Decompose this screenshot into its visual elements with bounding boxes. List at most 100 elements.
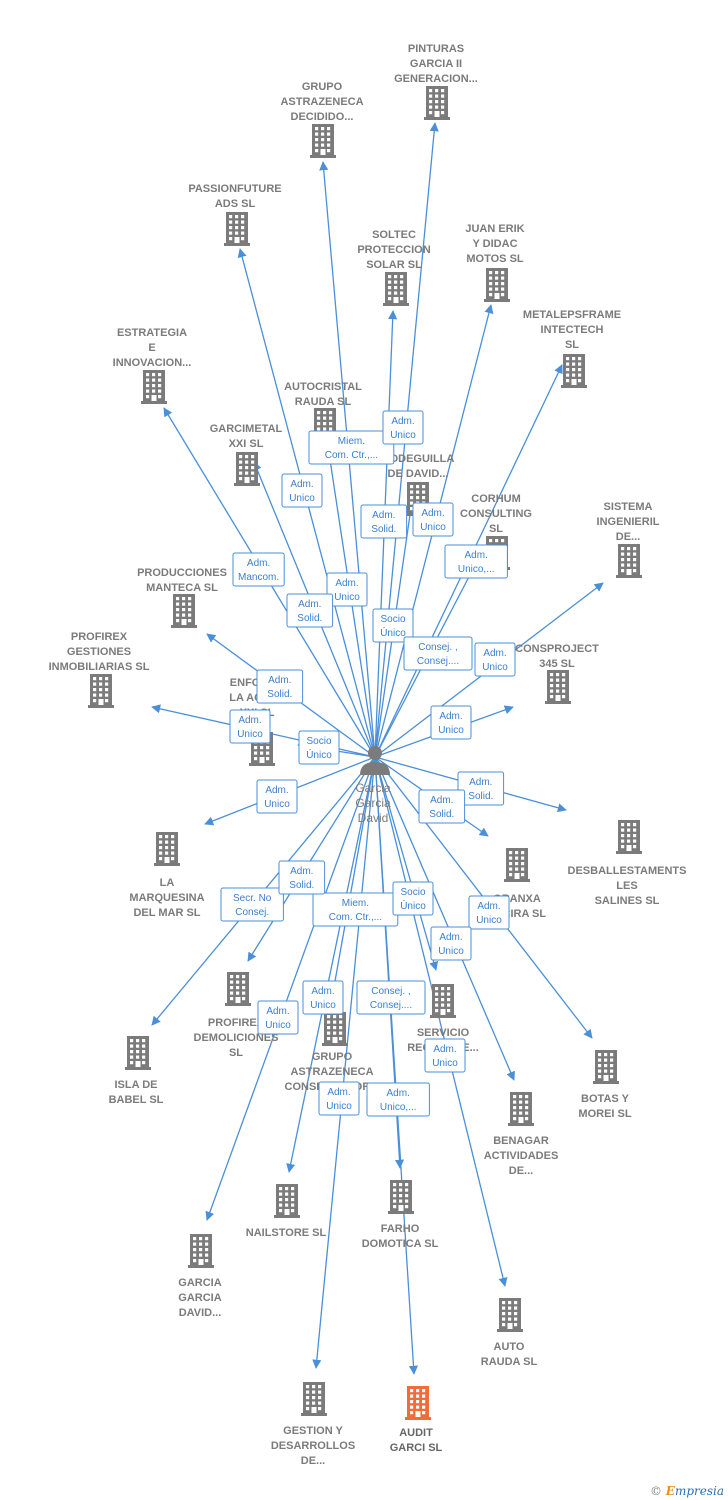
edge-role-text: Unico (476, 915, 502, 926)
edge-role-text: Unico (420, 522, 446, 533)
edge-role-text: Unico (482, 662, 508, 673)
edge-role-text: Solid. (468, 791, 493, 802)
company-node-sistema[interactable]: SISTEMAINGENIERILDE... (597, 501, 660, 578)
edge-role-label[interactable]: Adm.Unico (318, 1081, 360, 1116)
edge-role-text: Unico,... (458, 564, 495, 575)
edge-role-label[interactable]: Adm.Unico (229, 709, 271, 744)
company-label-line: JUAN ERIK (465, 223, 524, 235)
company-node-gestion[interactable]: GESTION YDESARROLLOSDE... (271, 1382, 355, 1467)
edge-role-label[interactable]: Adm.Unico (256, 779, 298, 814)
company-node-garcimetal[interactable]: GARCIMETAL XXI SL (210, 423, 283, 486)
building-icon (234, 452, 260, 486)
company-label-line: RAUDA SL (481, 1356, 538, 1368)
edge-nailstore (286, 756, 376, 1173)
edge-role-text: Solid. (267, 689, 292, 700)
edge-role-label[interactable]: Adm.Unico (281, 473, 323, 508)
edge-audit (374, 756, 419, 1375)
company-label-line: GARCIMETAL (210, 423, 283, 435)
edge-role-text: Mancom. (238, 572, 279, 583)
company-label-line: MOREI SL (578, 1108, 631, 1120)
edge-role-label[interactable]: Adm.Unico,... (444, 544, 508, 579)
company-node-estrategia[interactable]: ESTRATEGIAEINNOVACION... (113, 327, 192, 404)
edge-role-label[interactable]: Adm.Unico (424, 1038, 466, 1073)
edge-role-label[interactable]: Adm.Unico (430, 926, 472, 961)
edge-servicio (374, 756, 439, 971)
edge-role-text: Adm. (483, 648, 506, 659)
edge-role-label[interactable]: Adm.Unico (468, 895, 510, 930)
edge-role-text: Solid. (371, 524, 396, 535)
edge-role-label[interactable]: Adm.Solid. (457, 771, 505, 806)
company-label-line: AUTOCRISTAL (284, 381, 362, 393)
company-node-nailstore[interactable]: NAILSTORE SL (246, 1184, 327, 1239)
edge-role-label[interactable]: Miem.Com. Ctr.,... (308, 430, 395, 465)
company-node-grupo-conservador[interactable]: GRUPOASTRAZENECACONSERVADOR... (285, 1012, 380, 1093)
edge-role-label[interactable]: Adm.Solid. (418, 789, 466, 824)
edge-role-label[interactable]: Adm.Mancom. (232, 552, 285, 587)
edge-role-text: Miem. (342, 898, 369, 909)
edge-role-text: Unico (438, 725, 464, 736)
building-icon (188, 1234, 214, 1268)
edge-role-label[interactable]: Adm.Solid. (278, 860, 326, 895)
edge-role-label[interactable]: Adm.Unico (412, 502, 454, 537)
edge-role-text: Adm. (433, 1044, 456, 1055)
edge-role-label[interactable]: Adm. Unico (326, 572, 368, 607)
edge-role-label[interactable]: Adm.Solid. (286, 593, 334, 628)
edge-role-label[interactable]: Adm.Solid. (256, 669, 304, 704)
edge-role-text: Unico (289, 493, 315, 504)
edge-role-label[interactable]: Adm.Unico (430, 705, 472, 740)
edge-role-label[interactable]: Consej. ,Consej.... (356, 980, 426, 1015)
company-label-line: DE... (509, 1165, 533, 1177)
company-node-grupo-decidido[interactable]: GRUPOASTRAZENECADECIDIDO... (280, 81, 364, 158)
building-icon (322, 1012, 348, 1046)
building-icon (508, 1092, 534, 1126)
edge-role-text: Com. Ctr.,... (325, 450, 378, 461)
company-label-line: GARCIA II (410, 58, 462, 70)
company-label-line: ASTRAZENECA (290, 1066, 373, 1078)
edge-role-text: Unico (334, 592, 360, 603)
edge-role-label[interactable]: Adm.Solid. (360, 504, 408, 539)
company-label-line: PINTURAS (408, 43, 464, 55)
company-label-line: XXI SL (229, 438, 264, 450)
company-node-garcia-david[interactable]: GARCIAGARCIADAVID... (178, 1234, 222, 1319)
edge-role-label[interactable]: Adm.Unico (257, 1000, 299, 1035)
edge-role-label[interactable]: Consej. ,Consej.... (403, 636, 473, 671)
center-person-label: Garcia (355, 796, 391, 810)
edge-role-text: Socio (400, 887, 425, 898)
edge-role-text: Unico,... (380, 1102, 417, 1113)
edge-role-label[interactable]: Adm.Unico (302, 980, 344, 1015)
edge-role-label[interactable]: Miem.Com. Ctr.,... (312, 892, 399, 927)
edge-role-text: Adm. (335, 578, 358, 589)
company-label-line: DECIDIDO... (291, 111, 354, 123)
edge-role-text: Unico (237, 729, 263, 740)
building-icon (225, 972, 251, 1006)
company-node-benagar[interactable]: BENAGARACTIVIDADESDE... (484, 1092, 559, 1177)
edge-role-label[interactable]: Adm.Unico,... (366, 1082, 430, 1117)
edge-role-text: Unico (264, 799, 290, 810)
company-label-line: PROFIREX (208, 1017, 265, 1029)
edge-role-label[interactable]: Adm.Unico (382, 410, 424, 445)
company-label-line: PROTECCION (357, 244, 430, 256)
edge-role-label[interactable]: Adm. Unico (474, 642, 516, 677)
